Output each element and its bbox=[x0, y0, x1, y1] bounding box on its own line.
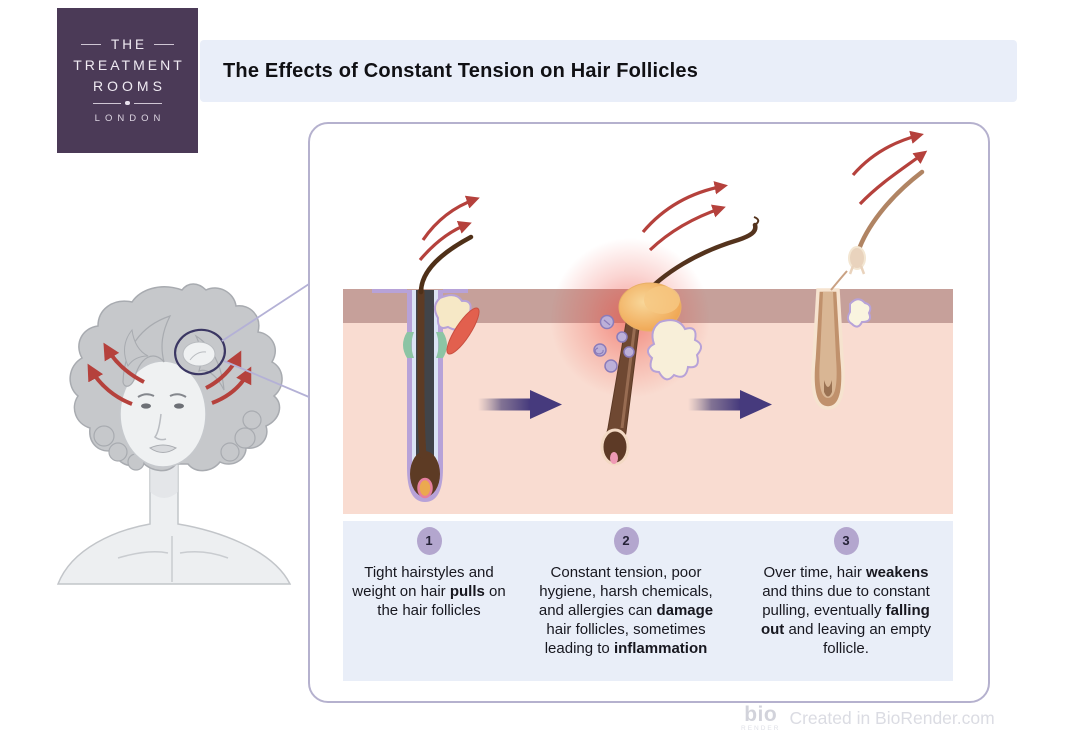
caption-strip: 1 Tight hairstyles and weight on hair pu… bbox=[343, 521, 953, 681]
head-tension-arrows bbox=[87, 342, 252, 406]
stage-3-caption: Over time, hair weakens and thins due to… bbox=[760, 564, 932, 657]
logo-text-treatment: TREATMENT bbox=[73, 56, 185, 73]
stage-1-column: 1 Tight hairstyles and weight on hair pu… bbox=[350, 521, 508, 681]
watermark-text: Created in BioRender.com bbox=[789, 707, 995, 728]
hair-icon bbox=[69, 283, 283, 472]
biorender-logo: bio RENDER bbox=[741, 703, 781, 732]
treatment-rooms-logo: THE TREATMENT ROOMS LONDON bbox=[57, 8, 198, 153]
bald-patch bbox=[182, 341, 216, 367]
stage-1-caption: Tight hairstyles and weight on hair pull… bbox=[352, 564, 506, 619]
header-bar: The Effects of Constant Tension on Hair … bbox=[200, 40, 1017, 102]
stage-3-badge: 3 bbox=[833, 527, 859, 555]
stage-2-caption: Constant tension, poor hygiene, harsh ch… bbox=[538, 564, 714, 657]
biorender-watermark: bio RENDER Created in BioRender.com bbox=[741, 704, 995, 733]
logo-text-the: THE bbox=[111, 36, 147, 52]
page-title: The Effects of Constant Tension on Hair … bbox=[223, 59, 699, 82]
logo-rule-left bbox=[81, 43, 101, 45]
stage-1-badge: 1 bbox=[416, 527, 442, 555]
logo-divider bbox=[93, 100, 162, 106]
stage-2-column: 2 Constant tension, poor hygiene, harsh … bbox=[528, 521, 724, 681]
zoom-callout-lines bbox=[221, 283, 310, 398]
follicle-diagram-panel: 1 Tight hairstyles and weight on hair pu… bbox=[308, 122, 990, 703]
logo-rule-right bbox=[154, 43, 174, 45]
logo-text-london: LONDON bbox=[94, 113, 166, 125]
stage-3-column: 3 Over time, hair weakens and thins due … bbox=[750, 521, 942, 681]
stage-2-badge: 2 bbox=[613, 527, 639, 555]
logo-text-rooms: ROOMS bbox=[93, 77, 166, 94]
head-illustration bbox=[56, 283, 292, 585]
logo-dot bbox=[125, 100, 130, 106]
zoom-circle bbox=[174, 328, 226, 376]
logo-line-the: THE bbox=[81, 37, 174, 52]
